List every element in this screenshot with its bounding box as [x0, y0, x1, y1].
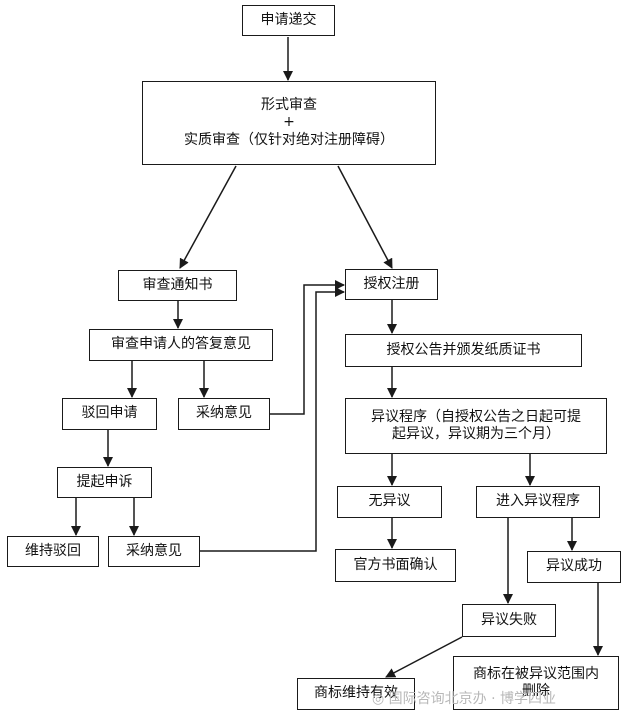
accept-opinion-label-1: 采纳意见 — [196, 405, 252, 422]
mark-deleted-label-line1: 商标在被异议范围内 — [473, 665, 599, 682]
no-objection-label: 无异议 — [368, 493, 411, 510]
objection-fail-label: 异议失败 — [481, 611, 537, 628]
mark-deleted-label-line2: 删除 — [522, 683, 550, 699]
mark-valid-label: 商标维持有效 — [314, 685, 398, 702]
examination-box: 形式审查 + 实质审查（仅针对绝对注册障碍） — [142, 81, 436, 165]
examination-plus: + — [283, 114, 295, 131]
accept-opinion-box-1: 采纳意见 — [178, 398, 270, 430]
arrow-accept1-grant — [270, 280, 345, 415]
publish-label: 授权公告并颁发纸质证书 — [386, 341, 541, 358]
official-confirm-box: 官方书面确认 — [335, 549, 456, 582]
grant-box: 授权注册 — [345, 269, 438, 300]
enter-objection-box: 进入异议程序 — [476, 486, 600, 518]
examination-label-formal: 形式审查 — [261, 96, 317, 113]
watermark-text: ◎ 国际咨询北京办 · 博学四业 — [372, 691, 557, 707]
reply-box: 审查申请人的答复意见 — [89, 329, 273, 361]
objection-box: 异议程序（自授权公告之日起可提 起异议，异议期为三个月） — [345, 398, 607, 454]
publish-box: 授权公告并颁发纸质证书 — [345, 334, 582, 367]
arrow-accept2-grant — [200, 287, 345, 552]
grant-label: 授权注册 — [363, 275, 420, 292]
objection-success-label: 异议成功 — [546, 558, 602, 575]
maintain-reject-box: 维持驳回 — [7, 536, 99, 567]
submit-label: 申请递交 — [260, 11, 317, 28]
mark-valid-box: 商标维持有效 — [297, 678, 415, 710]
official-confirm-label: 官方书面确认 — [353, 556, 438, 573]
appeal-box: 提起申诉 — [57, 467, 152, 498]
appeal-label: 提起申诉 — [76, 473, 133, 490]
examination-label-substantive: 实质审查（仅针对绝对注册障碍） — [184, 131, 394, 148]
arrow-exam-notice — [179, 165, 237, 269]
reply-label: 审查申请人的答复意见 — [111, 336, 251, 353]
objection-label-line1: 异议程序（自授权公告之日起可提 — [371, 408, 581, 425]
reject-label: 驳回申请 — [81, 405, 138, 422]
accept-opinion-label-2: 采纳意见 — [126, 542, 182, 559]
enter-objection-label: 进入异议程序 — [496, 493, 580, 510]
reject-box: 驳回申请 — [62, 398, 157, 430]
objection-fail-box: 异议失败 — [462, 604, 556, 637]
arrow-fail-valid — [385, 636, 463, 678]
no-objection-box: 无异议 — [337, 486, 442, 518]
objection-success-box: 异议成功 — [527, 551, 621, 583]
notice-label: 审查通知书 — [142, 276, 213, 293]
maintain-reject-label: 维持驳回 — [25, 542, 81, 559]
submit-box: 申请递交 — [242, 5, 335, 36]
notice-box: 审查通知书 — [118, 270, 237, 301]
accept-opinion-box-2: 采纳意见 — [108, 536, 200, 567]
mark-deleted-box: 商标在被异议范围内 删除 — [453, 656, 619, 710]
objection-label-line2: 起异议，异议期为三个月） — [392, 426, 560, 442]
arrow-exam-grant — [337, 165, 393, 269]
